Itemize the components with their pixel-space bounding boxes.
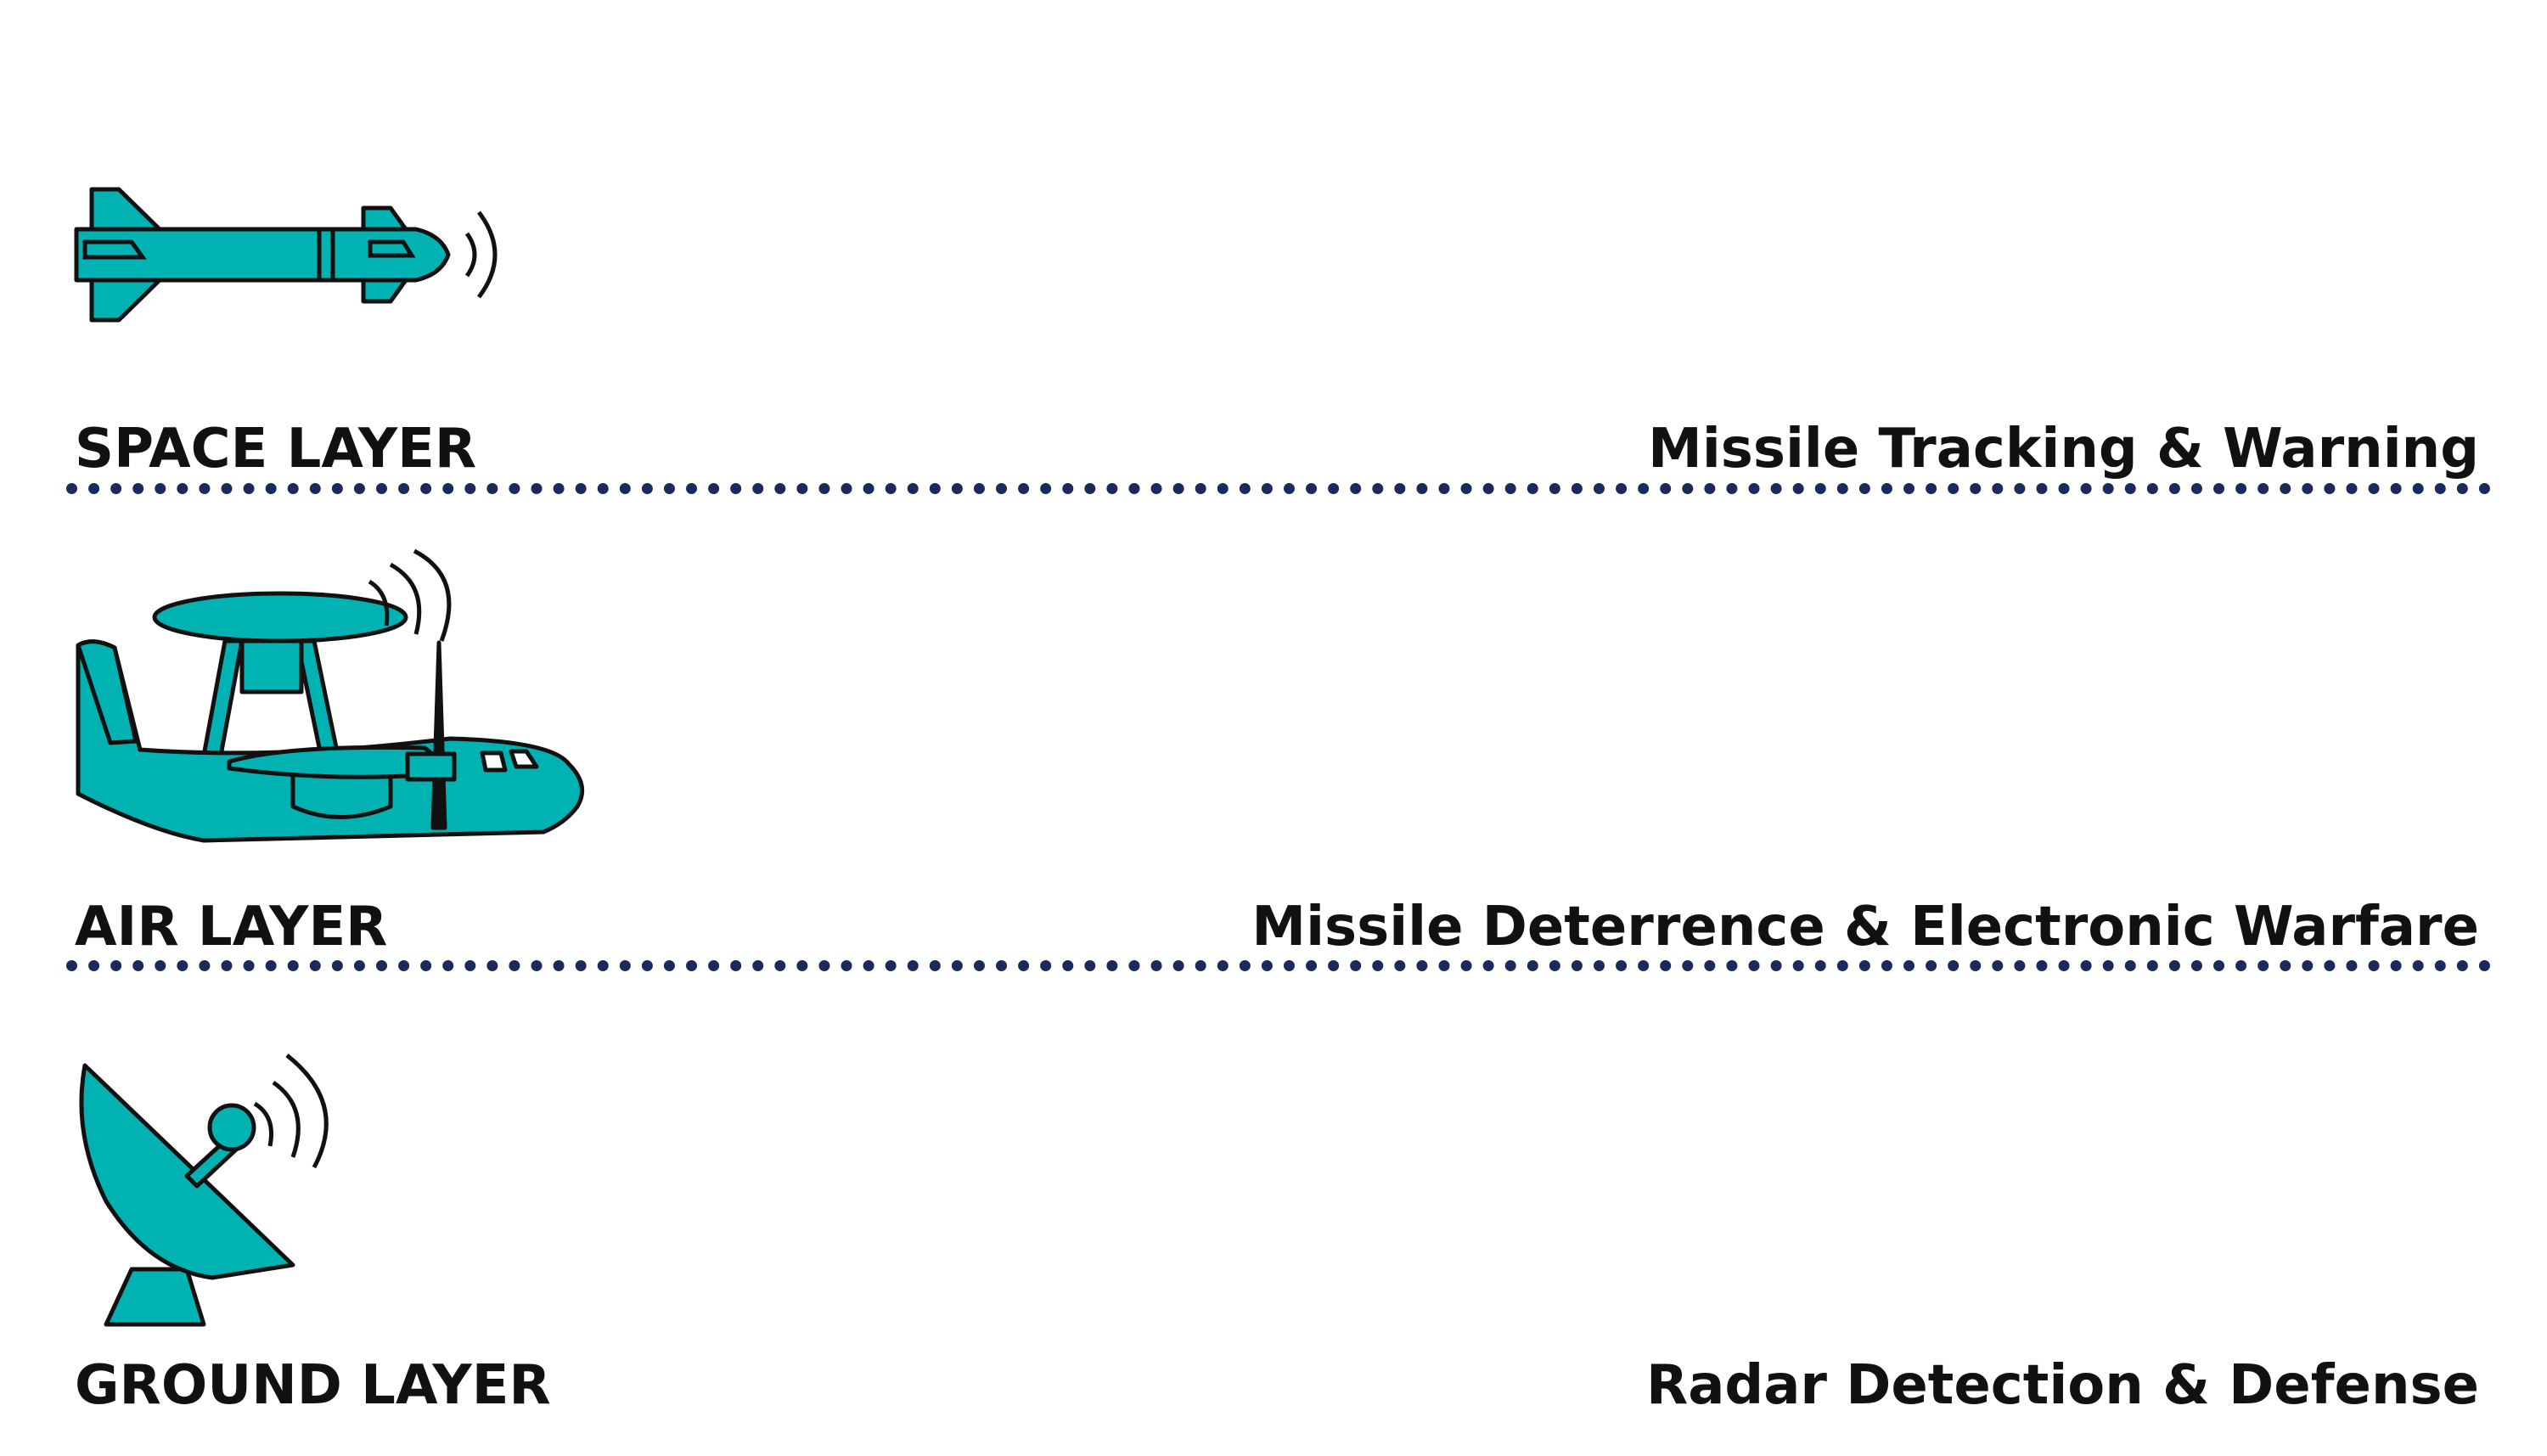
ground-layer-title: GROUND LAYER — [75, 1354, 551, 1417]
layer-divider — [66, 960, 2491, 971]
airborne-radar-plane-icon — [68, 548, 611, 870]
satellite-dish-icon — [68, 1040, 329, 1329]
air-layer-description: Missile Deterrence & Electronic Warfare — [1251, 896, 2479, 958]
ground-layer-description: Radar Detection & Defense — [1645, 1354, 2479, 1417]
missile-icon — [68, 183, 509, 327]
air-layer-title: AIR LAYER — [75, 896, 388, 958]
space-layer-title: SPACE LAYER — [75, 418, 477, 481]
layer-divider — [66, 483, 2491, 494]
space-layer-description: Missile Tracking & Warning — [1648, 418, 2479, 481]
